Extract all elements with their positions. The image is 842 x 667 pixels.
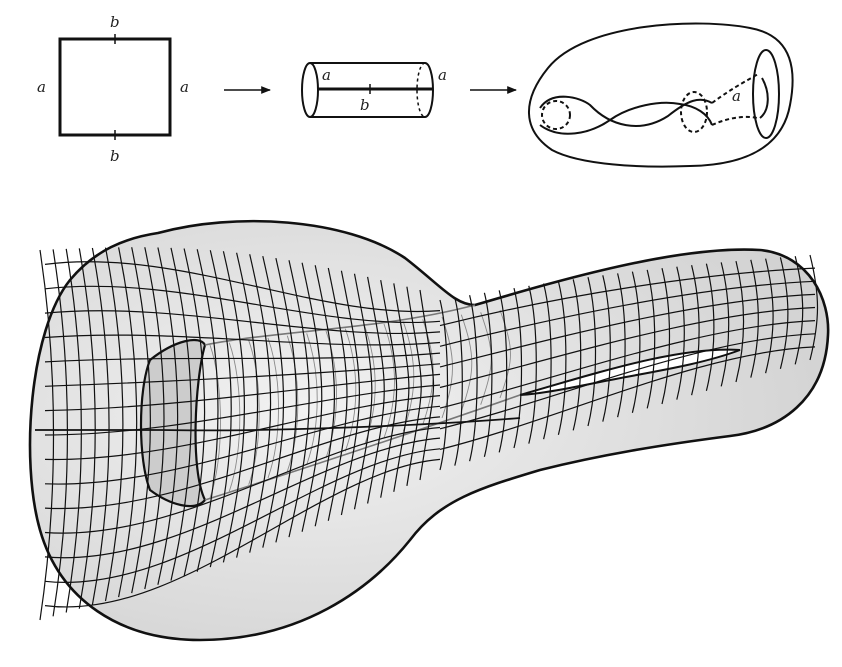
inner-tube-bottom [204,394,521,501]
klein-bottle-surface [28,219,830,642]
bowl-ring [380,279,398,498]
schematic-hidden-neck-2 [711,115,758,126]
bowl-ring [222,251,245,563]
bowl-meridian [44,334,441,346]
bowl-meridian [44,448,441,584]
schematic-bottle: a [528,22,794,168]
schematic-outer-body [528,22,794,168]
bowl-meridian [44,363,441,387]
bowl-ring [209,250,232,568]
neck-meridian [439,280,816,347]
bowl-meridian [44,310,441,335]
inner-ring [306,333,318,465]
schematic-hidden-ring-right [680,91,708,133]
label-cylinder-left: a [322,66,331,84]
neck-ring [602,275,611,422]
bowl-ring [104,247,124,602]
neck-meridian [439,320,816,409]
label-square-right: a [180,78,189,96]
bowl-meridian [44,395,441,461]
bowl-meridian [44,458,441,608]
inner-ring [460,314,473,412]
neck-ring [528,285,537,444]
schematic-mouth [752,49,780,139]
label-cylinder-seam: b [360,96,370,114]
neck-ring [809,254,819,361]
bowl-ring [262,255,285,548]
bowl-meridian [44,285,441,324]
neck-ring [617,273,626,418]
bowl-ring [327,267,348,521]
bowl-equator [35,417,521,432]
bowl-ring [78,248,96,609]
neck-meridian [439,306,816,389]
inner-ring [286,335,299,472]
neck-meridian [439,346,816,450]
schematic-hidden-ring-left [541,100,571,130]
neck-ring [513,287,523,449]
neck-ring [557,281,567,435]
cylinder-diagram: a a b [301,62,447,118]
bowl-meridian [44,437,441,559]
bowl-ring [249,254,272,553]
label-square-bottom: b [110,147,120,165]
label-bottle-inner: a [732,87,741,105]
inner-ring [209,344,221,499]
bowl-meridian [44,352,441,363]
neck-ring [720,262,730,387]
neck-ring [587,277,597,427]
bowl-meridian [44,373,441,412]
schematic-hidden-neck [711,73,759,104]
inner-tube-top [204,304,476,346]
neck-ring [705,263,715,391]
surface-mesh [39,247,819,621]
cylinder-left-end [301,62,319,118]
neck-ring [735,260,745,383]
neck-meridian [439,293,816,368]
neck-ring [483,292,493,457]
neck-ring [631,271,641,413]
inner-ring [441,316,453,419]
bowl-ring [52,249,69,617]
bowl-ring [91,247,110,606]
schematic-mouth-inner [759,77,769,119]
inner-ring [228,342,241,492]
bowl-ring [288,260,310,538]
cylinder-right-end-back [416,62,426,118]
bowl-meridian [44,426,441,534]
bowl-ring [367,276,385,504]
square-diagram: b b a a [37,13,189,165]
neck-ring [498,290,508,453]
label-square-left: a [37,78,46,96]
bowl-ring [275,257,297,543]
bowl-ring [314,265,335,527]
neck-ring [543,283,552,440]
schematic-handle-lower [539,101,713,135]
neck-meridian [439,267,816,327]
schematic-handle [539,95,713,127]
bowl-meridian [44,384,441,436]
neck-meridian [439,333,816,430]
bowl-meridian [44,416,441,510]
neck-ring [572,279,582,431]
bowl-ring [301,262,323,532]
inner-ring [344,328,357,452]
label-square-top: b [110,13,120,31]
bowl-meridian [44,405,441,485]
bowl-ring [236,252,259,558]
fundamental-square [58,37,172,137]
bowl-meridian [44,261,441,313]
label-cylinder-right: a [438,66,447,84]
bowl-ring [196,249,219,572]
